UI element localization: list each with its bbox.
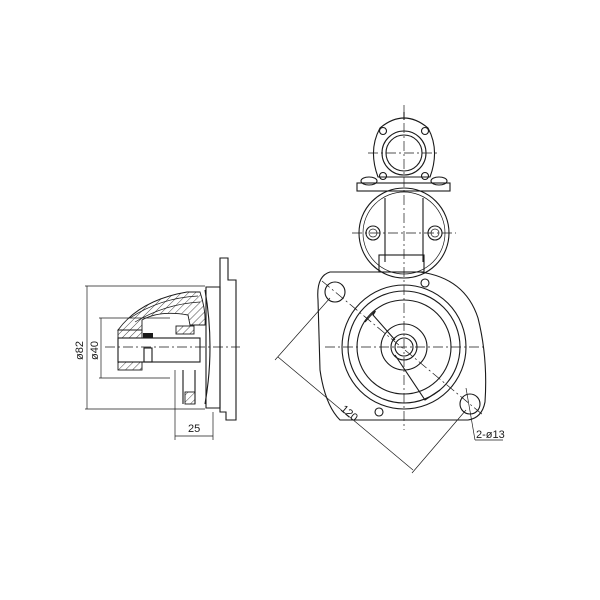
dim-line-bolt-spacing <box>277 356 414 471</box>
bolt-hole-1 <box>324 281 346 303</box>
dim-label-offset: 25 <box>188 423 200 435</box>
dim-label-holes: 2-ø13 <box>476 429 505 441</box>
pin-body <box>143 347 153 363</box>
screw-icon <box>420 126 430 136</box>
lower-section <box>184 391 196 405</box>
screw-icon <box>420 171 430 181</box>
flange-body <box>205 286 221 409</box>
solenoid-plate <box>356 182 451 192</box>
small-hole <box>374 407 384 417</box>
pinion-section-top <box>117 329 143 339</box>
bolt-hole-2 <box>459 393 481 415</box>
side-view: ø82 ø40 25 <box>74 257 240 440</box>
dim-label-bolt-spacing: 120 <box>338 403 360 424</box>
small-hole <box>420 278 430 288</box>
mounting-flange <box>219 257 237 421</box>
drive-housing-section <box>117 291 206 331</box>
screw-icon <box>378 126 388 136</box>
dim-label-pilot: ø40 <box>89 341 101 360</box>
pinion <box>117 337 201 363</box>
front-view: 120 2-ø13 <box>274 105 505 474</box>
mounting-flange-front <box>317 271 487 421</box>
solenoid-cap <box>372 117 436 178</box>
pin <box>143 333 153 338</box>
bushing-section <box>175 325 195 335</box>
bolt-center-line <box>321 280 484 416</box>
pinion-section-bottom <box>117 361 143 371</box>
screw-icon <box>378 171 388 181</box>
dim-label-od: ø82 <box>74 341 86 360</box>
